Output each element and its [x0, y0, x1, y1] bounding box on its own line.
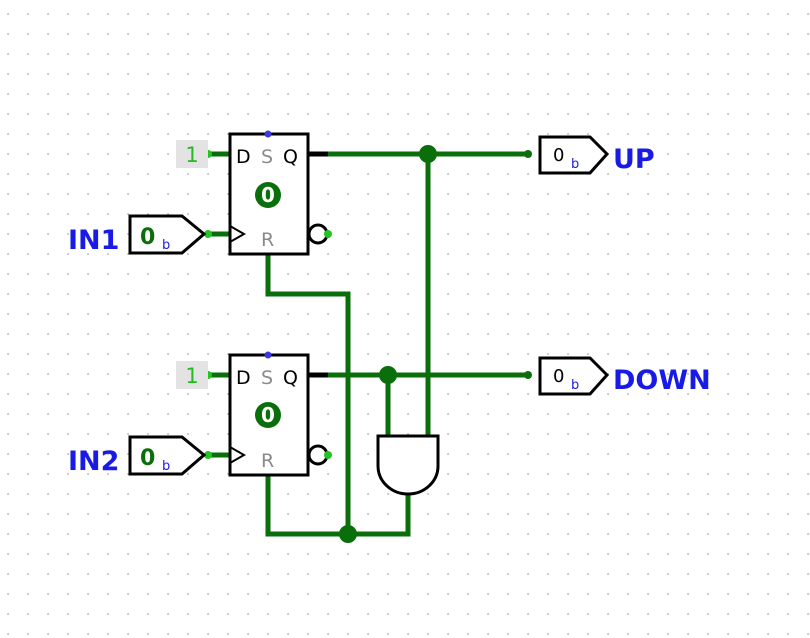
up-label: UP	[613, 144, 655, 175]
and-gate[interactable]	[376, 434, 440, 496]
input-pin-icon	[128, 214, 207, 255]
wire-junction-dot	[339, 525, 357, 543]
wire-junction-dot	[419, 145, 437, 163]
output-pin-up[interactable]: 0 b	[524, 135, 610, 175]
d-flip-flop-2[interactable]: D S Q R 0	[204, 351, 332, 477]
output-pin-down-port	[524, 371, 532, 379]
junctions	[339, 145, 437, 543]
constant-value: 1	[185, 364, 198, 388]
input-pin-in2[interactable]: 0 b	[128, 435, 207, 476]
output-pin-up-port	[524, 150, 532, 158]
in1-suffix: b	[162, 238, 170, 253]
wire-junction-dot	[379, 366, 397, 384]
ff2-state-value: 0	[261, 403, 275, 427]
ff2-state-indicator	[255, 402, 281, 428]
ff2-q-label: Q	[283, 367, 298, 389]
ff1-r-label: R	[261, 229, 274, 251]
output-pin-icon	[538, 356, 610, 396]
ff1-state-value: 0	[261, 183, 275, 207]
constant-value: 1	[185, 143, 198, 167]
ff2-r-label: R	[261, 450, 274, 472]
wire-r1-reset[interactable]	[265, 251, 351, 537]
ff1-s-port[interactable]	[264, 130, 272, 138]
input-pin-icon	[128, 435, 207, 476]
ff2-nq-port[interactable]	[324, 451, 332, 459]
ff1-q-label: Q	[283, 146, 298, 168]
in1-label: IN1	[68, 225, 119, 256]
ff2-s-port[interactable]	[264, 351, 272, 359]
constant-1-bottom[interactable]: 1	[176, 361, 208, 389]
ff1-nq-port[interactable]	[324, 230, 332, 238]
ff2-s-label: S	[261, 367, 273, 389]
d-flip-flop-1[interactable]: D S Q R 0	[204, 130, 332, 256]
input-pin-in1[interactable]: 0 b	[128, 214, 207, 255]
down-suffix: b	[571, 378, 579, 393]
up-suffix: b	[571, 157, 579, 172]
output-pin-down[interactable]: 0 b	[524, 356, 610, 396]
down-label: DOWN	[613, 365, 711, 396]
in2-suffix: b	[162, 459, 170, 474]
ff2-clk-port[interactable]	[204, 451, 212, 459]
in2-label: IN2	[68, 446, 119, 477]
ff1-d-label: D	[236, 146, 251, 168]
ff1-state-indicator	[255, 182, 281, 208]
output-pin-icon	[538, 135, 610, 175]
grid-dots	[7, 13, 809, 635]
ff1-s-label: S	[261, 146, 273, 168]
wire-r2-reset[interactable]	[265, 471, 411, 537]
and-gate-icon	[376, 434, 440, 496]
down-value: 0	[553, 366, 564, 387]
in2-value: 0	[140, 446, 155, 471]
ff1-clk-port[interactable]	[204, 230, 212, 238]
up-value: 0	[553, 145, 564, 166]
constant-1-top[interactable]: 1	[176, 140, 208, 168]
ff2-d-label: D	[236, 367, 251, 389]
in1-value: 0	[140, 225, 155, 250]
